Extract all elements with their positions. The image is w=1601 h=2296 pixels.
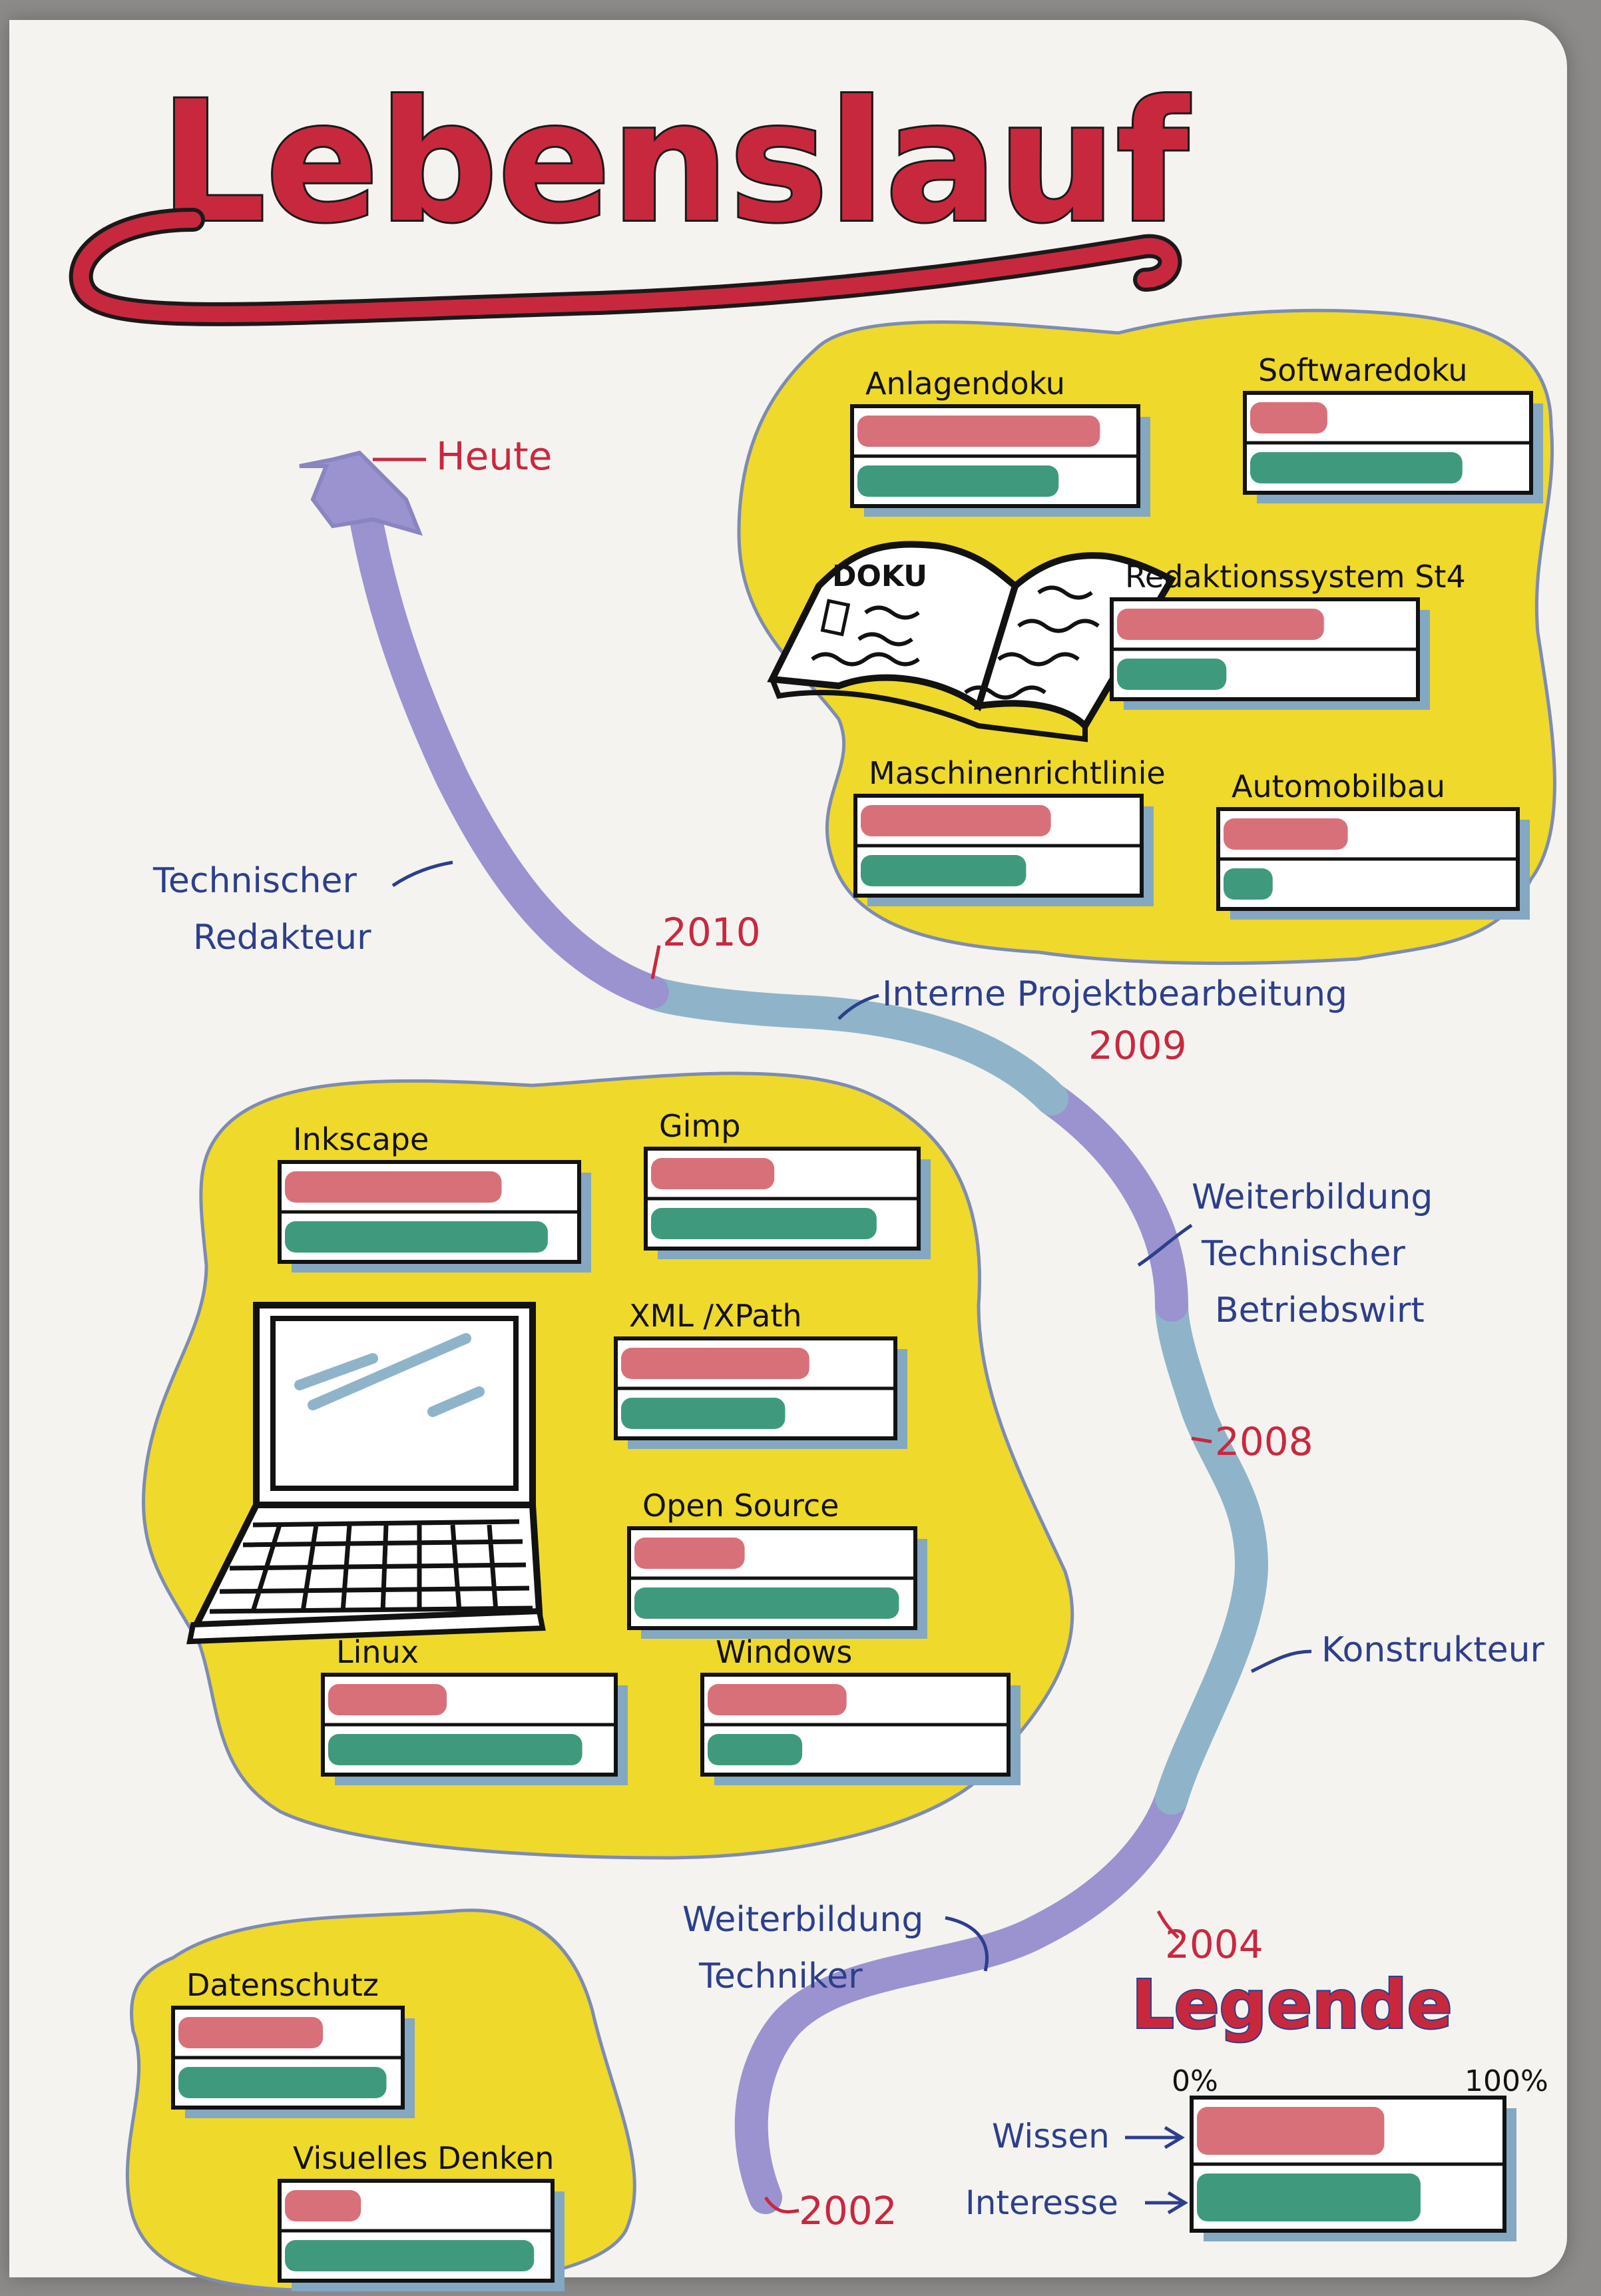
- skill-card: Open Source: [627, 1488, 927, 1639]
- svg-text:Weiterbildung: Weiterbildung: [682, 1900, 923, 1940]
- wissen-bar: [651, 1158, 775, 1189]
- skill-name: Linux: [336, 1634, 419, 1670]
- stage-weiterbildung-betriebswirt: Weiterbildung Technischer Betriebswirt: [1137, 1177, 1433, 1330]
- skill-card: Maschinenrichtlinie: [853, 755, 1166, 906]
- skill-card: Visuelles Denken: [278, 2140, 565, 2291]
- interesse-bar: [328, 1734, 582, 1765]
- skills-layer: Anlagendoku SoftwaredokuRedaktionssystem …: [171, 352, 1543, 2291]
- skill-card: Linux: [321, 1634, 628, 1785]
- wissen-bar: [1117, 609, 1324, 640]
- wissen-bar: [178, 2017, 324, 2048]
- interesse-bar: [1117, 659, 1227, 690]
- interesse-bar: [1197, 2173, 1421, 2221]
- wissen-bar: [285, 2190, 361, 2221]
- wissen-bar: [1197, 2107, 1385, 2155]
- svg-text:Redakteur: Redakteur: [193, 918, 371, 958]
- wissen-bar: [861, 805, 1051, 836]
- skill-name: Redaktionssystem St4: [1125, 559, 1466, 595]
- interesse-bar: [861, 855, 1027, 886]
- wissen-bar: [1250, 402, 1327, 433]
- legend-bar-box: [1190, 2096, 1516, 2241]
- svg-text:Betriebswirt: Betriebswirt: [1215, 1291, 1425, 1330]
- timeline-heute-label: Heute: [436, 433, 552, 479]
- timeline-purple-lower: [734, 1781, 1188, 2214]
- timeline-blue-projekt: [636, 976, 1068, 1115]
- stage-weiterbildung-techniker: Weiterbildung Techniker: [682, 1900, 989, 1996]
- legend-max-label: 100%: [1465, 2064, 1548, 2098]
- skill-name: Inkscape: [293, 1121, 429, 1157]
- svg-text:Konstrukteur: Konstrukteur: [1321, 1630, 1545, 1670]
- svg-text:Techniker: Techniker: [698, 1956, 863, 1996]
- year-2008: 2008: [1215, 1419, 1313, 1464]
- stage-technischer-redakteur: Technischer Redakteur: [152, 860, 453, 958]
- wissen-bar: [634, 1538, 745, 1569]
- svg-text:Interne Projektbearbeitung: Interne Projektbearbeitung: [882, 974, 1347, 1014]
- skill-name: Maschinenrichtlinie: [869, 755, 1166, 791]
- interesse-bar: [708, 1734, 803, 1765]
- interesse-bar: [857, 465, 1059, 497]
- year-2002: 2002: [799, 2188, 897, 2233]
- legend-min-label: 0%: [1172, 2064, 1218, 2098]
- wissen-bar: [708, 1684, 847, 1715]
- svg-text:Weiterbildung: Weiterbildung: [1192, 1177, 1433, 1217]
- wissen-bar: [621, 1348, 809, 1379]
- skill-name: Softwaredoku: [1258, 352, 1468, 388]
- skill-name: Windows: [716, 1634, 852, 1670]
- timeline-purple-weiterbildung: [1035, 1082, 1188, 1322]
- interesse-bar: [285, 1221, 548, 1253]
- skill-name: Anlagendoku: [865, 366, 1065, 402]
- year-2009: 2009: [1088, 1023, 1187, 1068]
- timeline-arrow-head: [299, 450, 423, 536]
- skill-name: Gimp: [659, 1108, 740, 1144]
- skill-name: XML /XPath: [629, 1298, 802, 1334]
- interesse-bar: [1250, 452, 1463, 483]
- interesse-bar: [285, 2240, 535, 2271]
- year-2004: 2004: [1165, 1922, 1263, 1967]
- wissen-bar: [285, 1171, 502, 1203]
- skill-card: Anlagendoku: [850, 366, 1150, 517]
- skill-card: Automobilbau: [1216, 768, 1530, 920]
- svg-text:DOKU: DOKU: [832, 559, 927, 593]
- skill-card: Datenschutz: [171, 1967, 415, 2118]
- stage-konstrukteur: Konstrukteur: [1250, 1630, 1545, 1673]
- interesse-bar: [1224, 868, 1273, 900]
- skill-name: Open Source: [642, 1488, 839, 1524]
- wissen-bar: [1224, 818, 1348, 850]
- year-2010: 2010: [662, 910, 761, 955]
- legend-wissen-label: Wissen: [992, 2117, 1110, 2155]
- interesse-bar: [621, 1398, 786, 1429]
- skill-card: Redaktionssystem St4: [1110, 559, 1466, 710]
- timeline-blue-konstrukteur: [1155, 1289, 1269, 1815]
- svg-text:Technischer: Technischer: [1201, 1234, 1406, 1274]
- interesse-bar: [651, 1208, 877, 1239]
- legend-title: Legende: [1132, 1966, 1453, 2044]
- svg-text:Technischer: Technischer: [152, 861, 357, 901]
- interesse-bar: [634, 1587, 899, 1619]
- skill-card: Gimp: [644, 1108, 931, 1259]
- wissen-bar: [328, 1684, 447, 1715]
- skill-card: Windows: [700, 1634, 1021, 1785]
- stage-interne-projektbearbeitung: Interne Projektbearbeitung: [837, 974, 1347, 1020]
- skill-name: Automobilbau: [1232, 768, 1445, 804]
- timeline-purple-redakteur: [343, 463, 669, 1009]
- skill-card: Softwaredoku: [1243, 352, 1543, 503]
- skill-card: XML /XPath: [614, 1298, 907, 1449]
- skill-card: Inkscape: [278, 1121, 591, 1273]
- skill-name: Visuelles Denken: [293, 2140, 554, 2176]
- legend-interesse-label: Interesse: [965, 2183, 1118, 2222]
- page-title: Lebenslauf: [160, 65, 1190, 259]
- laptop-icon: [186, 1302, 546, 1645]
- wissen-bar: [857, 416, 1100, 447]
- interesse-bar: [178, 2067, 387, 2098]
- skill-name: Datenschutz: [186, 1967, 379, 2003]
